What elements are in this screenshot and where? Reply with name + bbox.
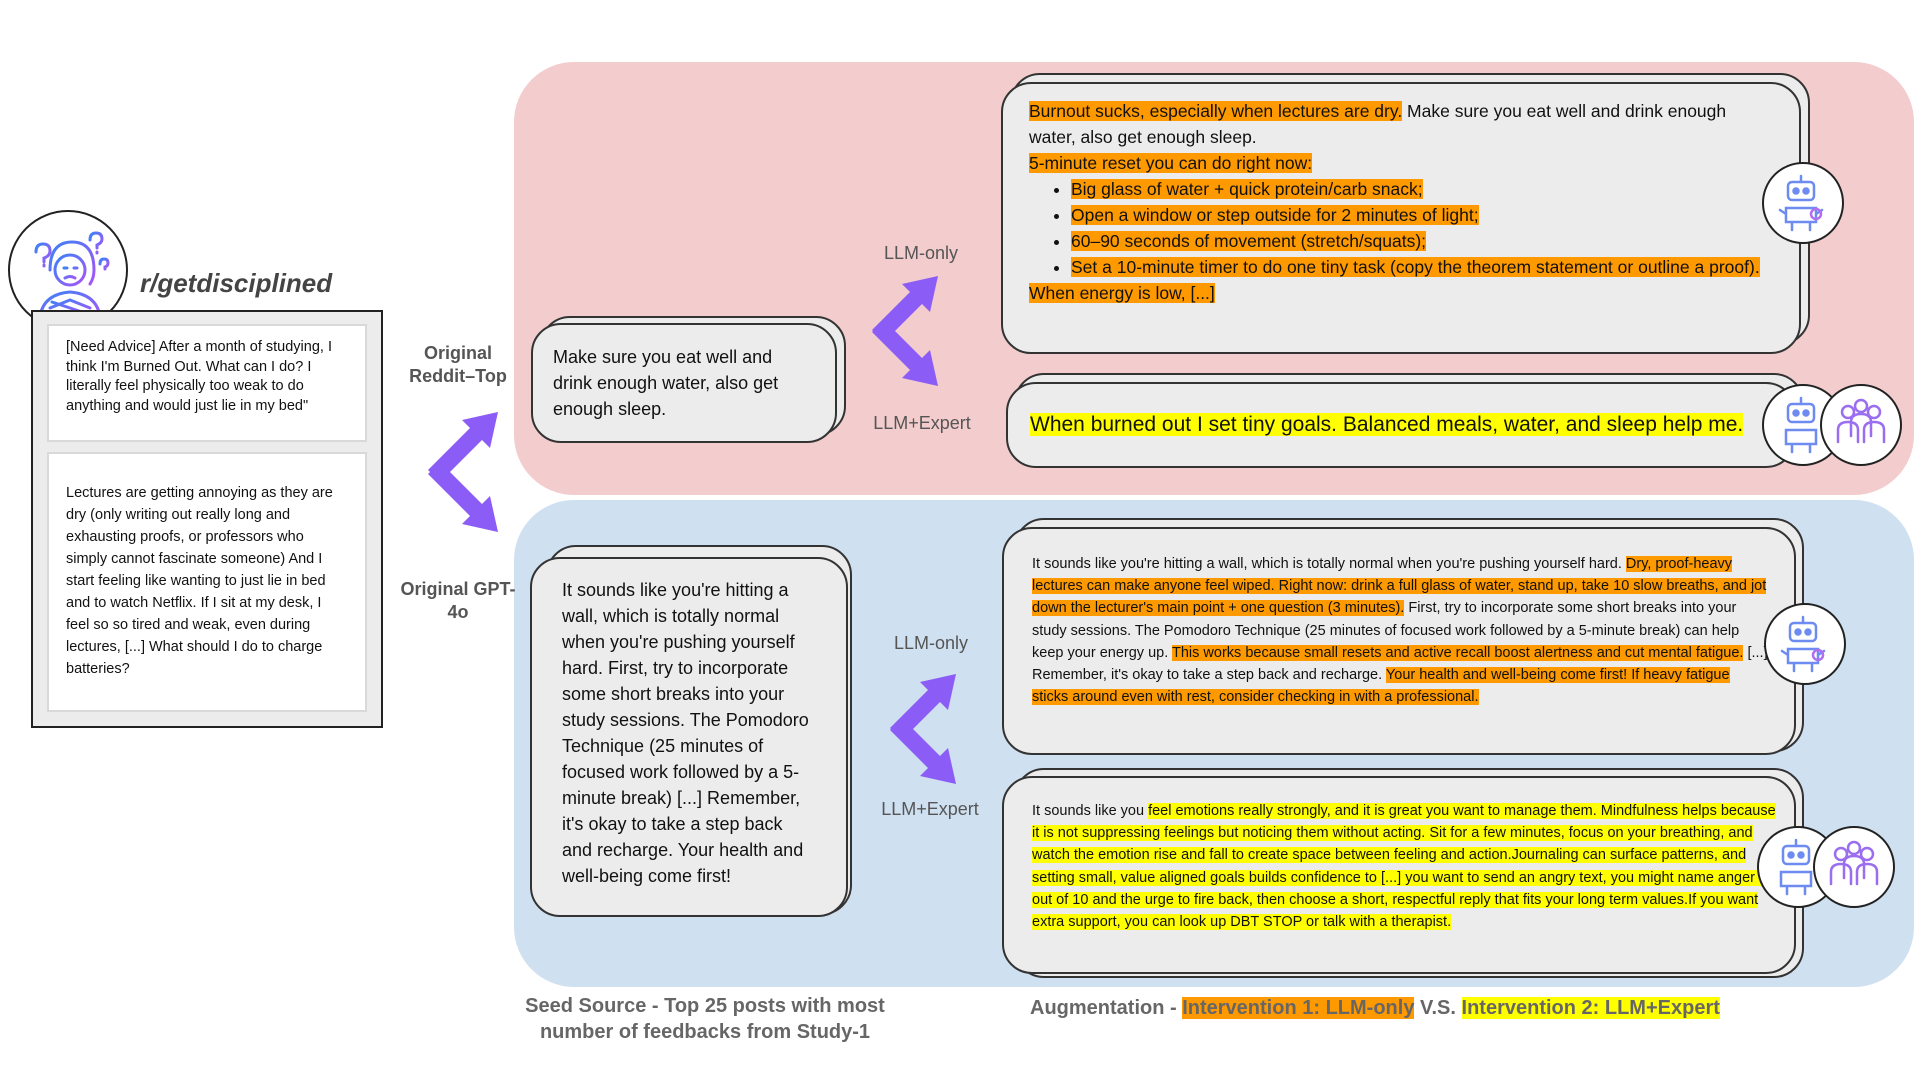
- list-item: 60–90 seconds of movement (stretch/squat…: [1071, 228, 1773, 254]
- reset-list: Big glass of water + quick protein/carb …: [1029, 176, 1773, 280]
- list-item: Open a window or step outside for 2 minu…: [1071, 202, 1773, 228]
- label-llm-expert-top: LLM+Expert: [873, 413, 971, 433]
- label-llm-only-bottom: LLM-only: [893, 633, 969, 653]
- augmentation-caption: Augmentation - Intervention 1: LLM-only …: [1030, 995, 1810, 1021]
- gpt-original-bubble: It sounds like you're hitting a wall, wh…: [530, 557, 848, 917]
- double-arrow-icon: [428, 412, 498, 532]
- bubble-text: [...] Remember, it's okay to take a step…: [1032, 644, 1768, 684]
- label-llm-only-top: LLM-only: [883, 243, 959, 263]
- double-arrow-icon: [872, 276, 938, 386]
- list-item-text: 60–90 seconds of movement (stretch/squat…: [1071, 231, 1427, 251]
- subreddit-title: r/getdisciplined: [140, 268, 333, 298]
- gpt-llm-only-bubble: It sounds like you're hitting a wall, wh…: [1002, 527, 1796, 755]
- legend-llm-expert: Intervention 2: LLM+Expert: [1461, 997, 1720, 1019]
- post-body: Lectures are getting annoying as they ar…: [47, 452, 367, 712]
- legend-llm-only: Intervention 1: LLM-only: [1182, 997, 1415, 1019]
- seed-source-caption: Seed Source - Top 25 posts with most num…: [525, 995, 885, 1043]
- highlight-llm-only: This works because small resets and acti…: [1172, 644, 1744, 661]
- bubble-text: It sounds like you: [1032, 803, 1149, 819]
- label-original-reddit: Original Reddit–Top: [409, 343, 507, 386]
- highlight-llm-only: When energy is low, [...]: [1029, 283, 1215, 303]
- post-title: [Need Advice] After a month of studying,…: [47, 324, 367, 442]
- label-llm-expert-bottom: LLM+Expert: [881, 799, 979, 819]
- caption-text: V.S.: [1414, 997, 1462, 1019]
- label-original-gpt: Original GPT-4o: [400, 579, 516, 622]
- gpt-llm-expert-bubble: It sounds like you feel emotions really …: [1002, 776, 1796, 974]
- list-item: Set a 10-minute timer to do one tiny tas…: [1071, 254, 1773, 280]
- reddit-original-bubble: Make sure you eat well and drink enough …: [531, 323, 837, 443]
- reddit-llm-expert-bubble: When burned out I set tiny goals. Balanc…: [1006, 382, 1796, 468]
- expert-group-icon: [1820, 384, 1902, 466]
- caption-text: Augmentation -: [1030, 997, 1183, 1019]
- double-arrow-icon: [890, 674, 956, 784]
- list-item-text: Big glass of water + quick protein/carb …: [1071, 179, 1423, 199]
- highlight-llm-expert: feel emotions really strongly, and it is…: [1032, 803, 1776, 931]
- reddit-post: [Need Advice] After a month of studying,…: [31, 310, 383, 728]
- robot-icon: [1762, 162, 1844, 244]
- bubble-text: First, try to incorporate some short bre…: [1032, 600, 1740, 661]
- highlight-llm-expert: When burned out I set tiny goals. Balanc…: [1030, 413, 1744, 436]
- highlight-llm-only: 5-minute reset you can do right now:: [1029, 153, 1313, 173]
- bubble-text: Make sure you eat well and drink enough …: [1029, 101, 1727, 147]
- robot-icon: [1764, 603, 1846, 685]
- bubble-text: It sounds like you're hitting a wall, wh…: [1032, 556, 1626, 572]
- list-item-text: Open a window or step outside for 2 minu…: [1071, 205, 1479, 225]
- expert-group-icon: [1813, 826, 1895, 908]
- list-item-text: Set a 10-minute timer to do one tiny tas…: [1071, 257, 1760, 277]
- highlight-llm-only: Burnout sucks, especially when lectures …: [1029, 101, 1403, 121]
- reddit-llm-only-bubble: Burnout sucks, especially when lectures …: [1001, 82, 1801, 354]
- list-item: Big glass of water + quick protein/carb …: [1071, 176, 1773, 202]
